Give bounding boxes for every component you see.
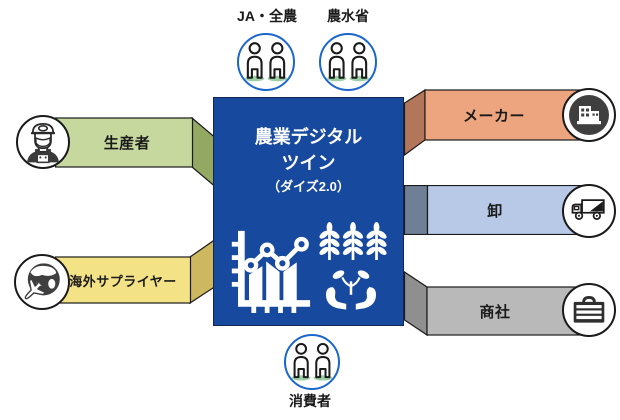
maker-arrow-label: メーカー — [462, 107, 525, 125]
maker-node-inner — [569, 95, 609, 135]
trading-company-arrow-label: 商社 — [479, 303, 511, 321]
producer-arrow — [55, 117, 215, 188]
ja-zenno-label: JA・全農 — [237, 8, 297, 24]
people-icon — [245, 42, 287, 82]
farmer-icon — [27, 122, 59, 164]
center-title-line2: ツイン — [281, 153, 336, 174]
chart-icon — [231, 230, 311, 313]
consumer-label: 消費者 — [289, 393, 331, 409]
producer-arrow-label: 生産者 — [103, 135, 151, 152]
center-subtitle: （ダイズ2.0） — [267, 179, 350, 195]
overseas-supplier-arrow-label: 海外サプライヤー — [69, 274, 177, 289]
overseas-supplier-node — [14, 254, 70, 310]
people-icon — [327, 42, 369, 82]
trading-company-node — [562, 283, 616, 337]
overseas-supplier-arrow — [55, 238, 215, 305]
wheat-icon — [319, 222, 387, 260]
wholesale-arrow-label: 卸 — [487, 202, 503, 220]
center-title-line1: 農業デジタル — [254, 127, 363, 147]
maff-node — [319, 33, 377, 91]
maker-node — [562, 88, 616, 142]
center-box: 農業デジタル ツイン （ダイズ2.0） — [213, 97, 404, 326]
center-box-title: 農業デジタル ツイン （ダイズ2.0） — [214, 98, 403, 197]
maff-label: 農水省 — [327, 8, 369, 24]
consumer-node — [284, 334, 340, 390]
wholesale-node — [562, 184, 616, 238]
people-icon — [291, 342, 333, 381]
producer-node — [16, 115, 70, 169]
ja-zenno-node — [237, 33, 295, 91]
factory-icon — [577, 106, 601, 125]
briefcase-icon — [573, 295, 605, 323]
truck-icon — [571, 199, 605, 220]
globe-plane-icon — [24, 263, 60, 300]
sprout-hands-icon — [326, 270, 376, 310]
